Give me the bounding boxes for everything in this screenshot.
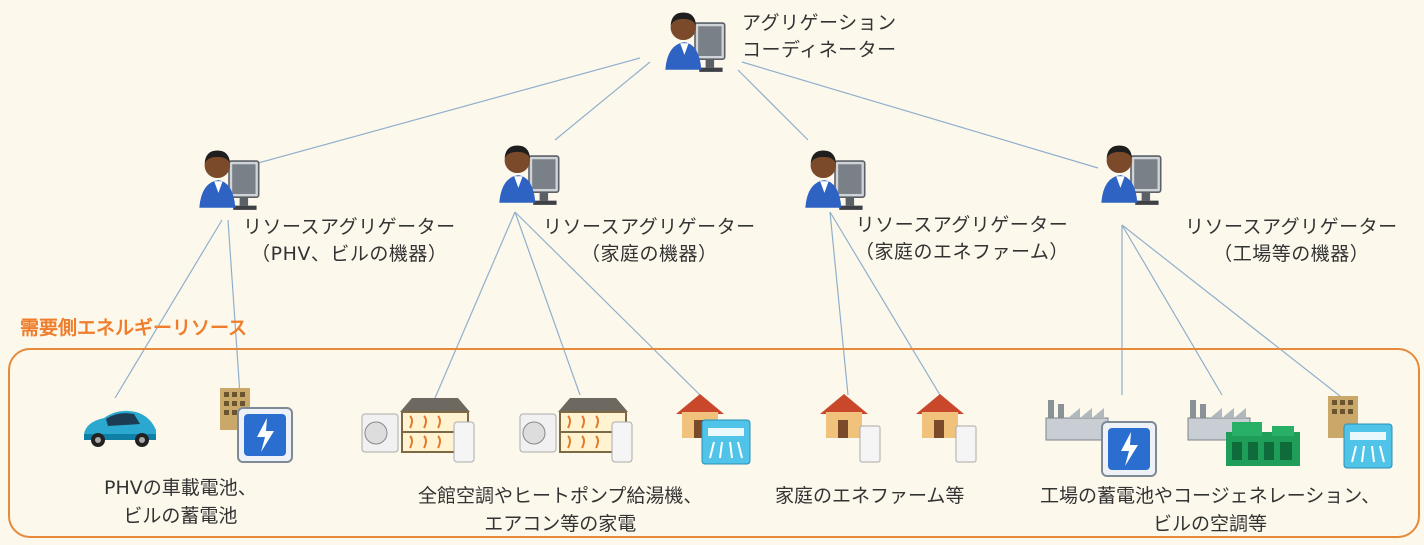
line-agg2-house — [514, 211, 701, 396]
aggregator-2-label: リソースアグリゲーター （家庭の機器） — [543, 214, 756, 268]
battery-icon — [237, 407, 293, 463]
line-agg2-hvac2 — [514, 211, 581, 396]
line-agg4-building — [1121, 224, 1346, 401]
fuel-cell-unit-icon — [955, 425, 977, 463]
heat-pump-unit-icon — [361, 413, 399, 453]
aggregator-4-person-icon — [1100, 144, 1162, 206]
line-agg2-hvac1 — [434, 211, 516, 399]
resource-1-label: PHVの車載電池、 ビルの蓄電池 — [104, 474, 257, 530]
line-coordinator-agg2 — [554, 61, 651, 141]
aggregator-1-label: リソースアグリゲーター （PHV、ビルの機器） — [243, 214, 456, 268]
aggregator-4-line1: リソースアグリゲーター — [1185, 216, 1398, 238]
resource-4-label: 工場の蓄電池やコージェネレーション、 ビルの空調等 — [1040, 482, 1380, 538]
line-agg1-building — [227, 219, 241, 396]
factory-icon — [1045, 400, 1109, 441]
line-coordinator-agg4 — [741, 61, 1099, 169]
aggregator-3-person-icon — [804, 149, 866, 211]
line-agg3-house1 — [829, 211, 849, 396]
coordinator-label-line1: アグリゲーション — [742, 12, 897, 34]
line-coordinator-agg1 — [239, 57, 641, 169]
coordinator-person-icon — [664, 11, 726, 73]
house-hvac-icon — [558, 398, 628, 453]
aggregator-1-person-icon — [198, 149, 260, 211]
fuel-cell-unit-icon — [859, 425, 881, 463]
resource-2-line1: 全館空調やヒートポンプ給湯機、 — [418, 485, 703, 507]
resource-2-label: 全館空調やヒートポンプ給湯機、 エアコン等の家電 — [418, 482, 702, 538]
house-icon — [820, 394, 868, 438]
aggregator-3-label: リソースアグリゲーター （家庭のエネファーム） — [855, 212, 1069, 266]
demand-group-box — [8, 348, 1420, 538]
line-coordinator-agg3 — [737, 69, 809, 141]
water-heater-icon — [453, 421, 475, 463]
aggregator-2-line2: （家庭の機器） — [581, 243, 718, 265]
demand-group-title: 需要側エネルギーリソース — [20, 317, 248, 339]
coordinator-label: アグリゲーション コーディネーター — [742, 10, 897, 64]
resource-4-line2: ビルの空調等 — [1153, 513, 1268, 535]
aggregator-1-line1: リソースアグリゲーター — [243, 216, 456, 238]
resource-3-label: 家庭のエネファーム等 — [775, 482, 964, 510]
line-agg3-house2 — [829, 211, 941, 396]
coordinator-label-line2: コーディネーター — [742, 39, 897, 61]
resource-1-line2: ビルの蓄電池 — [123, 505, 238, 527]
car-icon — [84, 410, 156, 447]
aggregator-4-label: リソースアグリゲーター （工場等の機器） — [1185, 214, 1398, 268]
resource-4-line1: 工場の蓄電池やコージェネレーション、 — [1040, 485, 1381, 507]
aggregator-2-line1: リソースアグリゲーター — [543, 216, 756, 238]
air-conditioner-icon — [701, 419, 751, 465]
cogeneration-engine-icon — [1226, 422, 1300, 466]
aggregator-2-person-icon — [498, 144, 560, 206]
house-icon — [916, 394, 964, 438]
aggregator-4-line2: （工場等の機器） — [1213, 243, 1370, 265]
line-agg1-car — [114, 219, 223, 399]
air-conditioner-icon — [1343, 423, 1393, 469]
aggregator-1-line2: （PHV、ビルの機器） — [251, 243, 448, 265]
heat-pump-unit-icon — [519, 413, 557, 453]
aggregator-3-line1: リソースアグリゲーター — [855, 214, 1069, 236]
resource-1-line1: PHVの車載電池、 — [104, 477, 257, 499]
battery-icon — [1101, 421, 1157, 477]
resource-3-line1: 家庭のエネファーム等 — [775, 485, 965, 507]
water-heater-icon — [611, 421, 633, 463]
resource-2-line2: エアコン等の家電 — [484, 513, 637, 535]
aggregator-3-line2: （家庭のエネファーム） — [855, 241, 1069, 263]
line-agg4-cogen — [1121, 224, 1223, 396]
